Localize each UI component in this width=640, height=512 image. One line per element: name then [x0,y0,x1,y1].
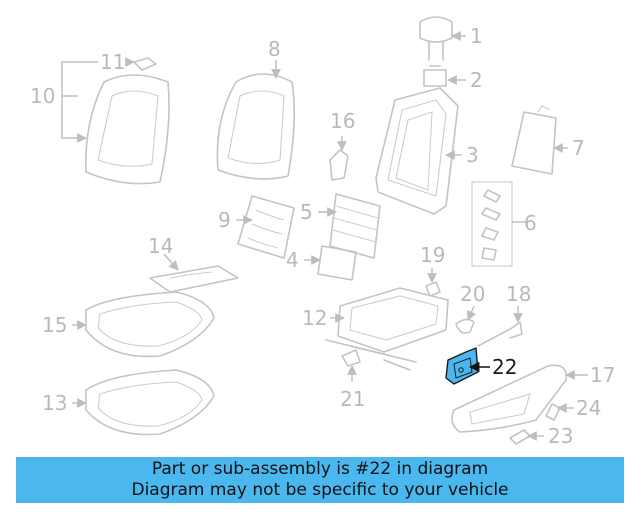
part-22-switch-highlighted [445,347,479,385]
part-20-cover [455,318,475,334]
part-8-back-cover [216,73,296,180]
callout-16: 16 [330,109,355,133]
callout-22-highlighted: 22 [492,355,517,379]
part-23-knob [509,429,531,445]
callout-18: 18 [506,282,531,306]
callout-23: 23 [548,424,573,448]
callout-4: 4 [286,248,299,272]
callout-12: 12 [302,306,327,330]
part-2-guide [423,65,447,87]
part-18-lever [477,321,523,347]
part-17-side-shield [451,364,567,433]
part-15-cushion-cover [85,291,215,358]
banner-line-1: Part or sub-assembly is #22 in diagram [151,459,489,479]
part-12-seat-frame [325,287,449,371]
part-16-bracket [329,149,349,181]
part-24-knob [545,403,561,421]
callout-1: 1 [470,24,483,48]
banner-line-2: Diagram may not be specific to your vehi… [131,480,509,500]
callout-3: 3 [466,143,479,167]
seat-parts-diagram: 1 2 3 4 5 6 7 8 9 10 11 12 13 14 15 16 1… [30,16,615,448]
callout-8: 8 [268,37,281,61]
callout-11: 11 [100,50,125,74]
part-3-back-frame [375,87,459,215]
part-6-hardware [471,181,513,267]
callout-13: 13 [42,391,67,415]
part-10-back-cushion [85,74,170,185]
callout-9: 9 [218,208,231,232]
part-19-clip [425,281,441,297]
callout-24: 24 [576,396,601,420]
part-21-bracket [341,349,361,367]
part-4-lumbar [317,245,357,281]
part-13-cushion-pad [85,369,215,436]
part-9-heater-pad [237,195,295,259]
callout-2: 2 [470,68,483,92]
callout-20: 20 [460,282,485,306]
callout-14: 14 [148,234,173,258]
part-7-back-panel [511,105,557,175]
part-5-spring-mat [329,193,381,259]
part-11-clip [133,57,157,71]
info-banner: Part or sub-assembly is #22 in diagram D… [16,457,624,503]
callout-19: 19 [420,243,445,267]
leader-lines [61,31,588,441]
part-1-headrest [419,16,453,61]
callout-5: 5 [300,200,313,224]
callout-21: 21 [340,387,365,411]
callout-7: 7 [572,136,585,160]
callout-10: 10 [30,84,55,108]
callout-17: 17 [590,363,615,387]
callout-6: 6 [524,211,537,235]
callout-15: 15 [42,313,67,337]
part-14-cushion-pad [149,265,239,293]
